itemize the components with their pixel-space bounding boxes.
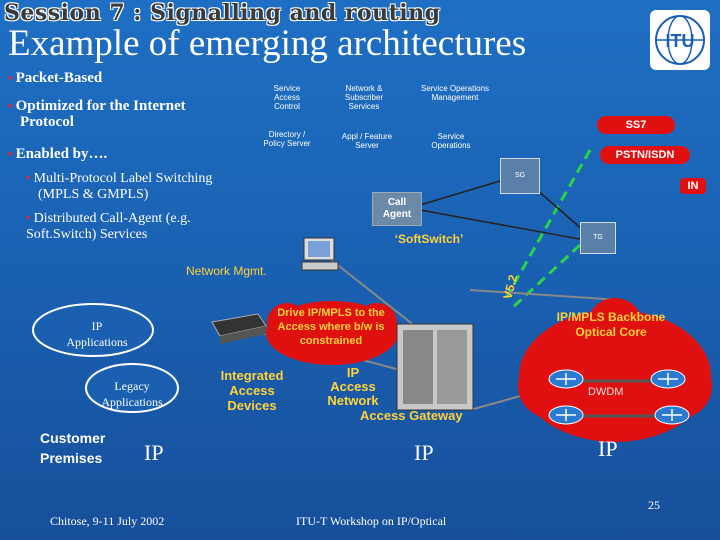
ip-access-text-2: Access bbox=[330, 379, 376, 394]
legacy-text-1: Legacy bbox=[114, 379, 150, 393]
backbone-label: IP/MPLS Backbone Optical Core bbox=[556, 310, 666, 339]
drive-cloud-shape bbox=[266, 301, 398, 365]
router-icon bbox=[650, 369, 686, 389]
bullet-text: Multi-Protocol Label Switching bbox=[33, 171, 213, 186]
ip-applications-label: IP Applications bbox=[42, 318, 152, 350]
signalling-gateway-icon: SG bbox=[500, 158, 540, 194]
itu-logo-text: ITU bbox=[666, 31, 695, 51]
customer-text-2: Premises bbox=[40, 450, 103, 466]
bullet-text-cont: Protocol bbox=[20, 114, 74, 130]
router-icon bbox=[548, 405, 584, 425]
ip-label-customer: IP bbox=[144, 440, 164, 465]
workstation-icon bbox=[301, 237, 339, 271]
integrated-text-3: Devices bbox=[227, 398, 277, 413]
page-title: Example of emerging architectures bbox=[8, 23, 527, 64]
bullet-mpls: •Multi-Protocol Label Switching(MPLS & G… bbox=[26, 170, 213, 202]
legacy-text-2: Applications bbox=[101, 395, 163, 409]
ip-access-text-3: Network bbox=[327, 393, 379, 408]
bullet-text: Optimized for the Internet bbox=[15, 98, 186, 114]
customer-text-1: Customer bbox=[40, 430, 106, 446]
bullet-text: Distributed Call-Agent (e.g. bbox=[33, 211, 191, 226]
bullet-call-agent: •Distributed Call-Agent (e.g.Soft.Switch… bbox=[26, 210, 191, 242]
service-operations-management: Service Operations Management bbox=[420, 84, 490, 102]
bullet-text: Packet-Based bbox=[15, 70, 103, 86]
bullet-text-cont: Soft.Switch) Services bbox=[26, 227, 148, 242]
network-mgmt-label: Network Mgmt. bbox=[186, 264, 267, 278]
session-title: Session 7 : Signalling and routing bbox=[4, 0, 441, 26]
bullet-text: Enabled by…. bbox=[15, 146, 108, 162]
ip-label-core: IP bbox=[598, 436, 618, 461]
router-icon bbox=[548, 369, 584, 389]
ip-apps-text-2: Applications bbox=[66, 335, 128, 349]
access-gateway-rack-icon bbox=[396, 323, 474, 411]
ip-apps-text-1: IP bbox=[91, 319, 103, 333]
service-access-control: Service Access Control bbox=[273, 84, 301, 111]
ip-access-text-1: IP bbox=[346, 365, 360, 380]
footer-location: Chitose, 9-11 July 2002 bbox=[50, 514, 165, 528]
access-device-icon bbox=[211, 313, 267, 344]
call-agent-label: Call bbox=[387, 197, 407, 208]
legacy-applications-cloud-shape bbox=[85, 363, 179, 413]
in-badge: IN bbox=[680, 178, 706, 194]
pstn-isdn-badge: PSTN/ISDN bbox=[600, 146, 690, 164]
bullet-enabled: •Enabled by…. bbox=[8, 146, 108, 162]
integrated-text-1: Integrated bbox=[220, 368, 284, 383]
service-operations: Service Operations bbox=[431, 132, 471, 150]
directory-policy-server: Directory / Policy Server bbox=[263, 130, 311, 148]
ip-applications-cloud-shape bbox=[32, 303, 154, 357]
integrated-text-2: Access bbox=[229, 383, 275, 398]
call-agent-label-cont: Agent bbox=[382, 209, 412, 220]
access-gateway-label: Access Gateway bbox=[360, 408, 463, 423]
tg-label: TG bbox=[593, 234, 603, 241]
dwdm-label: DWDM bbox=[588, 386, 624, 398]
router-icon bbox=[654, 405, 690, 425]
footer-workshop: ITU-T Workshop on IP/Optical bbox=[296, 514, 447, 528]
softswitch-label: ‘SoftSwitch’ bbox=[394, 232, 464, 246]
ss7-badge: SS7 bbox=[597, 116, 675, 134]
itu-logo-icon: ITU bbox=[650, 10, 710, 70]
ip-label-access: IP bbox=[414, 440, 434, 465]
bullet-text-cont: (MPLS & GMPLS) bbox=[38, 187, 149, 202]
bullet-packet-based: •Packet-Based bbox=[8, 70, 103, 86]
network-subscriber-services: Network & Subscriber Services bbox=[344, 84, 384, 111]
trunk-gateway-icon: TG bbox=[580, 222, 616, 254]
appl-feature-server: Appl / Feature Server bbox=[341, 132, 393, 150]
page-number: 25 bbox=[648, 498, 660, 512]
sg-label: SG bbox=[514, 172, 526, 179]
drive-ip-mpls-label: Drive IP/MPLS to the Access where b/w is… bbox=[277, 307, 385, 347]
